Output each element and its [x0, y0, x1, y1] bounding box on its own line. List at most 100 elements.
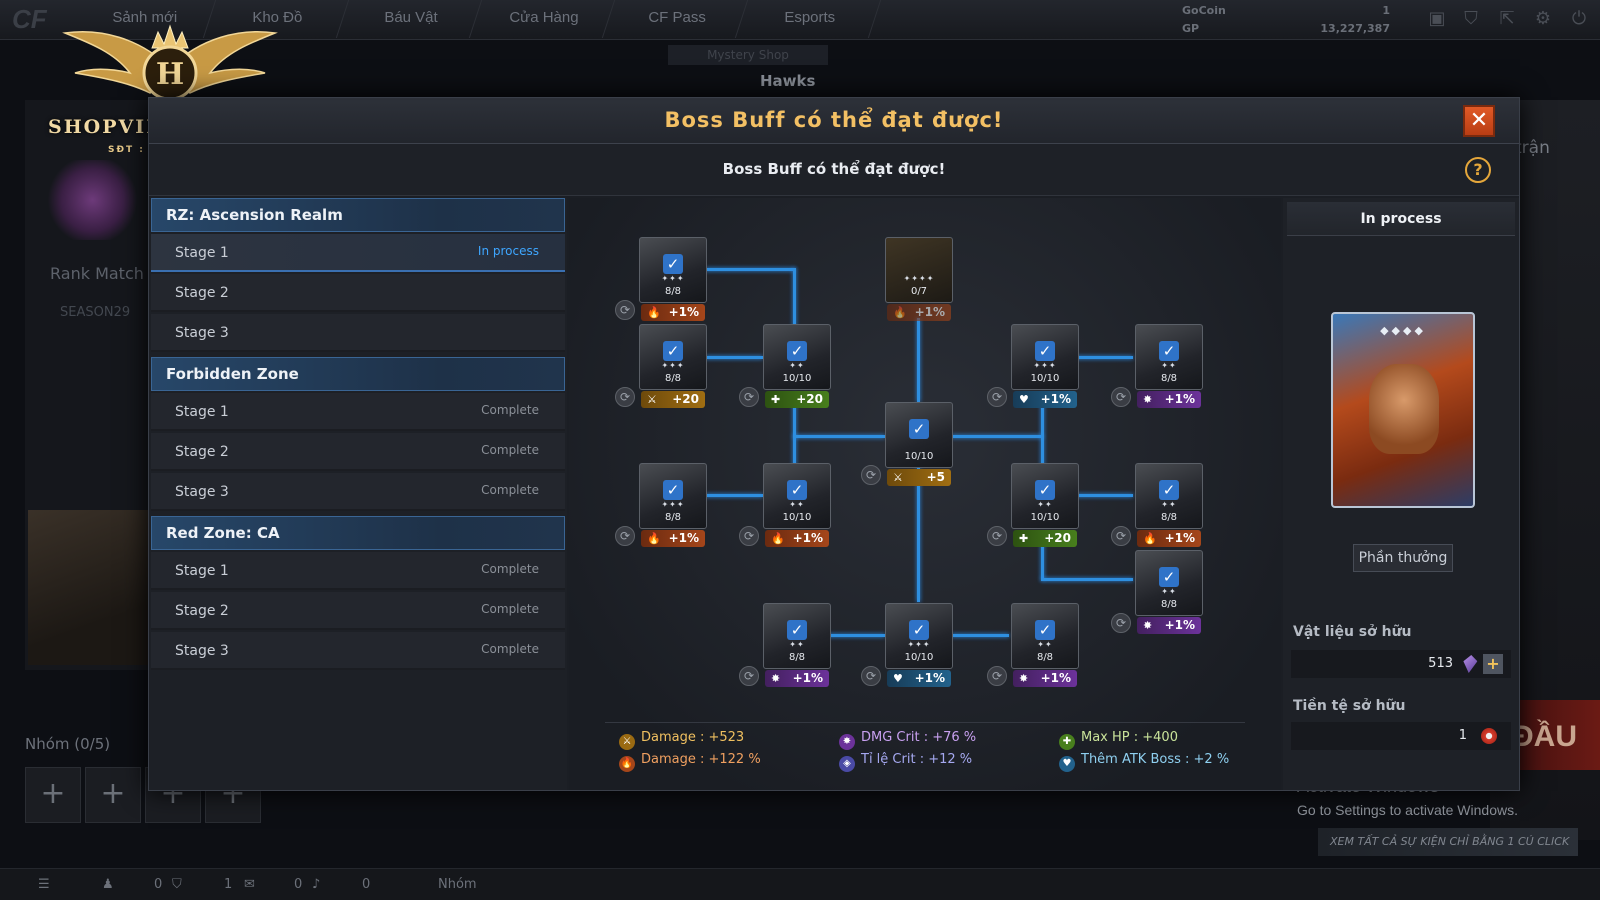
clan-icon[interactable]: ⛉ — [172, 877, 182, 892]
group-label: Nhóm (0/5) — [25, 735, 111, 753]
add-materials-button[interactable]: + — [1483, 654, 1503, 674]
check-icon: ✓ — [787, 341, 807, 361]
avatar-icon[interactable]: ▣ — [1428, 8, 1446, 29]
bonus-value: +1% — [1040, 671, 1071, 685]
buff-node[interactable]: ✓ ✦✦✦ 8/8 🔥+1% — [639, 463, 707, 547]
node-count: 8/8 — [1160, 512, 1178, 523]
shield-icon[interactable]: ⛉ — [1464, 8, 1478, 29]
stage-name: Stage 2 — [175, 444, 229, 460]
reward-button[interactable]: Phần thưởng — [1353, 544, 1453, 572]
stage-status: Complete — [481, 403, 539, 417]
stage-row[interactable]: Stage 3 Complete — [151, 473, 565, 511]
nav-tab-cf-pass[interactable]: CF Pass — [605, 0, 749, 38]
node-count: 10/10 — [1030, 373, 1060, 384]
refresh-icon[interactable]: ⟳ — [615, 387, 635, 407]
refresh-icon[interactable]: ⟳ — [739, 387, 759, 407]
refresh-icon[interactable]: ⟳ — [1111, 526, 1131, 546]
tree-connector — [1041, 538, 1044, 580]
buff-node[interactable]: ✓ ✦✦ 10/10 ✚+20 — [763, 324, 831, 408]
refresh-icon[interactable]: ⟳ — [1111, 387, 1131, 407]
buff-node[interactable]: ✦✦✦✦ 0/7 🔥+1% — [885, 237, 953, 321]
stage-row[interactable]: Stage 1 Complete — [151, 393, 565, 431]
friend-icon[interactable]: ♟ — [102, 877, 114, 892]
node-stars: ✦✦✦ — [661, 500, 685, 509]
refresh-icon[interactable]: ⟳ — [861, 666, 881, 686]
buff-node[interactable]: ✓ ✦✦✦ 8/8 ⚔+20 — [639, 324, 707, 408]
materials-value: 513 — [1428, 656, 1453, 671]
stage-row[interactable]: Stage 2 Complete — [151, 592, 565, 630]
add-member-button[interactable]: + — [25, 767, 81, 823]
stage-row[interactable]: Stage 3 — [151, 314, 565, 352]
buff-node[interactable]: ✓ ✦✦ 8/8 ✸+1% — [1011, 603, 1079, 687]
clan-count: 1 — [224, 877, 233, 892]
rank-match-label[interactable]: Rank Match — [50, 264, 144, 283]
buff-node[interactable]: ✓ ✦✦✦ 10/10 ♥+1% — [885, 603, 953, 687]
refresh-icon[interactable]: ⟳ — [987, 526, 1007, 546]
buff-node[interactable]: ✓ ✦✦ 10/10 ✚+20 — [1011, 463, 1079, 547]
buff-node[interactable]: ✓ ✦✦ 8/8 ✸+1% — [1135, 324, 1203, 408]
refresh-icon[interactable]: ⟳ — [987, 666, 1007, 686]
speaker-icon[interactable]: ♪ — [312, 877, 321, 892]
close-button[interactable]: ✕ — [1463, 105, 1495, 137]
stage-row[interactable]: Stage 2 — [151, 274, 565, 312]
check-icon: ✓ — [1035, 341, 1055, 361]
node-bonus: 🔥+1% — [765, 530, 829, 547]
node-count: 0/7 — [910, 286, 928, 297]
nav-tab-shop[interactable]: Cửa Hàng — [472, 0, 616, 38]
refresh-icon[interactable]: ⟳ — [987, 387, 1007, 407]
refresh-icon[interactable]: ⟳ — [739, 526, 759, 546]
buff-node[interactable]: ✓ ✦✦ 8/8 🔥+1% — [1135, 463, 1203, 547]
menu-icon[interactable]: ☰ — [38, 877, 50, 892]
buff-node[interactable]: ✓ ✦✦✦ 8/8 🔥+1% — [639, 237, 707, 321]
character-portrait — [28, 510, 148, 665]
bonus-value: +20 — [1044, 531, 1071, 545]
speaker-count: 0 — [362, 877, 371, 892]
stat-text: Damage : +122 % — [641, 752, 761, 767]
buff-node[interactable]: ✓ ✦✦ 8/8 ✸+1% — [763, 603, 831, 687]
check-icon: ✓ — [909, 419, 929, 439]
reward-character-portrait — [1369, 364, 1439, 454]
bonus-value: +1% — [668, 531, 699, 545]
view-all-events-button[interactable]: XEM TẤT CẢ SỰ KIỆN CHỈ BẰNG 1 CÚ CLICK — [1318, 828, 1578, 856]
node-stars: ✦✦ — [1161, 587, 1177, 596]
help-icon[interactable]: ? — [1465, 157, 1491, 183]
refresh-icon[interactable]: ⟳ — [615, 300, 635, 320]
bonus-value: +1% — [1164, 392, 1195, 406]
stat-text: DMG Crit : +76 % — [861, 730, 977, 745]
group-chat-tab[interactable]: Nhóm — [438, 877, 477, 892]
nav-tab-treasure[interactable]: Báu Vật — [339, 0, 483, 38]
stage-row[interactable]: Stage 1 In process — [151, 234, 565, 272]
refresh-icon[interactable]: ⟳ — [739, 666, 759, 686]
refresh-icon[interactable]: ⟳ — [861, 465, 881, 485]
group-red-zone-ca[interactable]: Red Zone: CA — [151, 516, 565, 550]
node-stars: ✦✦ — [789, 640, 805, 649]
refresh-icon[interactable]: ⟳ — [615, 526, 635, 546]
group-forbidden-zone[interactable]: Forbidden Zone — [151, 357, 565, 391]
group-ascension-realm[interactable]: RZ: Ascension Realm — [151, 198, 565, 232]
refresh-icon[interactable]: ⟳ — [1111, 613, 1131, 633]
gear-icon[interactable]: ⚙ — [1534, 8, 1552, 29]
stage-row[interactable]: Stage 1 Complete — [151, 552, 565, 590]
tree-connector — [917, 468, 920, 602]
check-icon: ✓ — [663, 341, 683, 361]
power-icon[interactable]: ⏻ — [1571, 8, 1587, 29]
tree-connector — [917, 318, 920, 402]
reward-character-card[interactable]: ◆◆◆◆ — [1331, 312, 1475, 508]
buff-node[interactable]: ✓ ✦✦ 8/8 ✸+1% — [1135, 550, 1203, 634]
add-member-button[interactable]: + — [85, 767, 141, 823]
stage-row[interactable]: Stage 3 Complete — [151, 632, 565, 670]
fire-icon: 🔥 — [1143, 532, 1157, 545]
buff-node[interactable]: ✓ ✦✦ 10/10 🔥+1% — [763, 463, 831, 547]
sword-icon: ⚔ — [893, 471, 903, 484]
stage-row[interactable]: Stage 2 Complete — [151, 433, 565, 471]
modal-header: Boss Buff có thể đạt được! ✕ — [149, 98, 1519, 144]
nav-tab-esports[interactable]: Esports — [738, 0, 882, 38]
fire-icon: 🔥 — [771, 532, 785, 545]
buff-node[interactable]: ✓ ✦✦✦ 10/10 ♥+1% — [1011, 324, 1079, 408]
mystery-shop-bar[interactable]: Mystery Shop — [668, 45, 828, 65]
node-stars: ✦✦ — [1037, 640, 1053, 649]
chat-icon[interactable]: ✉ — [244, 877, 255, 892]
exit-icon[interactable]: ⇱ — [1499, 8, 1515, 29]
bonus-value: +1% — [914, 671, 945, 685]
buff-node[interactable]: ✓ 10/10 ⚔+5 — [885, 402, 953, 486]
